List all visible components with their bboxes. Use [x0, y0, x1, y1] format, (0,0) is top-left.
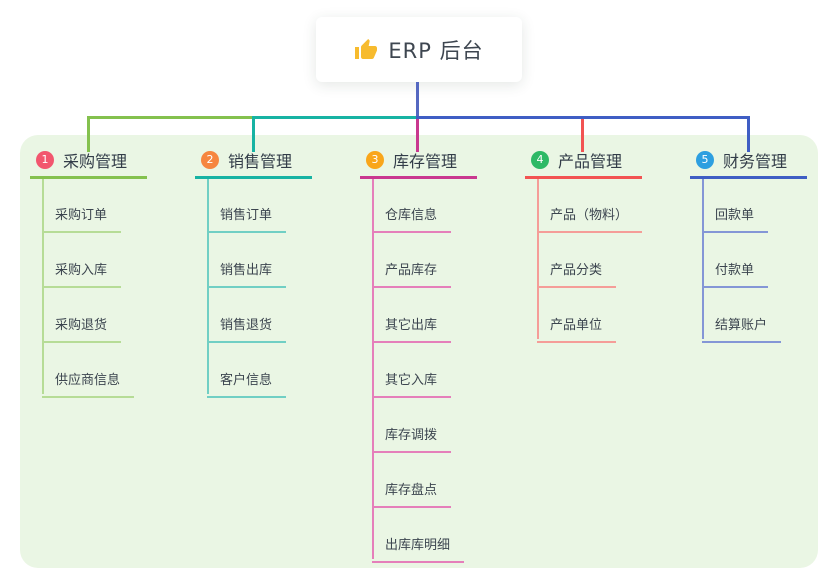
child-node-row: 采购入库: [42, 259, 122, 288]
root-node[interactable]: ERP 后台: [316, 17, 522, 82]
branch-title: 库存管理: [393, 152, 458, 171]
child-node-row: 采购订单: [42, 204, 122, 233]
connector-drop-purchase: [87, 116, 90, 152]
child-node[interactable]: 其它入库: [372, 373, 452, 398]
child-node-row: 付款单: [702, 259, 769, 288]
child-node[interactable]: 产品库存: [372, 263, 452, 288]
child-node-row: 其它出库: [372, 314, 452, 343]
child-node-row: 客户信息: [207, 369, 287, 398]
child-node-row: 库存调拨: [372, 424, 452, 453]
child-node[interactable]: 仓库信息: [372, 208, 452, 233]
child-node[interactable]: 采购入库: [42, 263, 122, 288]
child-node-row: 销售出库: [207, 259, 287, 288]
child-node-row: 销售退货: [207, 314, 287, 343]
branch-header-inventory[interactable]: 3 库存管理: [366, 149, 457, 171]
child-node-row: 结算账户: [702, 314, 782, 343]
connector-horizontal-finance: [416, 116, 750, 119]
branch-title: 销售管理: [228, 152, 293, 171]
child-node-row: 仓库信息: [372, 204, 452, 233]
branch-header-purchase[interactable]: 1 采购管理: [36, 149, 127, 171]
child-node-row: 销售订单: [207, 204, 287, 233]
branch-sales: 2 销售管理 销售订单 销售出库 销售退货 客户信息: [195, 0, 360, 588]
branch-number-badge: 1: [36, 151, 54, 169]
branch-underline: [30, 176, 147, 179]
branch-underline: [525, 176, 642, 179]
branch-title: 财务管理: [723, 152, 788, 171]
connector-horizontal-sales: [252, 116, 417, 119]
connector-root-stem: [416, 82, 419, 117]
child-node[interactable]: 结算账户: [702, 318, 782, 343]
branch-number-badge: 3: [366, 151, 384, 169]
connector-drop-sales: [252, 116, 255, 152]
branch-child-rail: [537, 179, 539, 339]
branch-header-product[interactable]: 4 产品管理: [531, 149, 622, 171]
connector-drop-finance: [747, 116, 750, 152]
root-node-label: ERP 后台: [388, 38, 484, 63]
child-node[interactable]: 采购退货: [42, 318, 122, 343]
branch-header-finance[interactable]: 5 财务管理: [696, 149, 787, 171]
child-node[interactable]: 产品（物料）: [537, 208, 643, 233]
connector-drop-product: [581, 116, 584, 152]
child-node[interactable]: 产品单位: [537, 318, 617, 343]
child-node[interactable]: 供应商信息: [42, 373, 135, 398]
branch-underline: [690, 176, 807, 179]
branch-inventory: 3 库存管理 仓库信息 产品库存 其它出库 其它入库 库存调拨 库存盘点 出库库…: [360, 0, 525, 588]
child-node[interactable]: 库存调拨: [372, 428, 452, 453]
child-node[interactable]: 出库库明细: [372, 538, 465, 563]
child-node-row: 出库库明细: [372, 534, 465, 563]
branch-child-rail: [702, 179, 704, 339]
branch-title: 采购管理: [63, 152, 128, 171]
child-node[interactable]: 销售退货: [207, 318, 287, 343]
child-node[interactable]: 销售出库: [207, 263, 287, 288]
child-node-row: 产品单位: [537, 314, 617, 343]
branch-child-rail: [372, 179, 374, 559]
child-node-row: 采购退货: [42, 314, 122, 343]
branch-number-badge: 5: [696, 151, 714, 169]
child-node-row: 产品分类: [537, 259, 617, 288]
branch-number-badge: 4: [531, 151, 549, 169]
child-node-row: 库存盘点: [372, 479, 452, 508]
branch-purchase: 1 采购管理 采购订单 采购入库 采购退货 供应商信息: [30, 0, 195, 588]
connector-drop-inventory: [416, 119, 419, 152]
branch-header-sales[interactable]: 2 销售管理: [201, 149, 292, 171]
child-node[interactable]: 库存盘点: [372, 483, 452, 508]
child-node-row: 供应商信息: [42, 369, 135, 398]
mindmap-board-background: [20, 135, 818, 568]
thumbs-up-icon: [354, 38, 378, 62]
child-node-row: 其它入库: [372, 369, 452, 398]
connector-horizontal-purchase: [87, 116, 253, 119]
child-node-row: 回款单: [702, 204, 769, 233]
child-node[interactable]: 客户信息: [207, 373, 287, 398]
child-node[interactable]: 采购订单: [42, 208, 122, 233]
child-node-row: 产品库存: [372, 259, 452, 288]
child-node[interactable]: 回款单: [702, 208, 769, 233]
branch-title: 产品管理: [558, 152, 623, 171]
branch-underline: [195, 176, 312, 179]
branch-number-badge: 2: [201, 151, 219, 169]
branch-product: 4 产品管理 产品（物料） 产品分类 产品单位: [525, 0, 690, 588]
child-node[interactable]: 产品分类: [537, 263, 617, 288]
child-node[interactable]: 其它出库: [372, 318, 452, 343]
branch-finance: 5 财务管理 回款单 付款单 结算账户: [690, 0, 839, 588]
branch-underline: [360, 176, 477, 179]
child-node[interactable]: 销售订单: [207, 208, 287, 233]
child-node-row: 产品（物料）: [537, 204, 643, 233]
child-node[interactable]: 付款单: [702, 263, 769, 288]
